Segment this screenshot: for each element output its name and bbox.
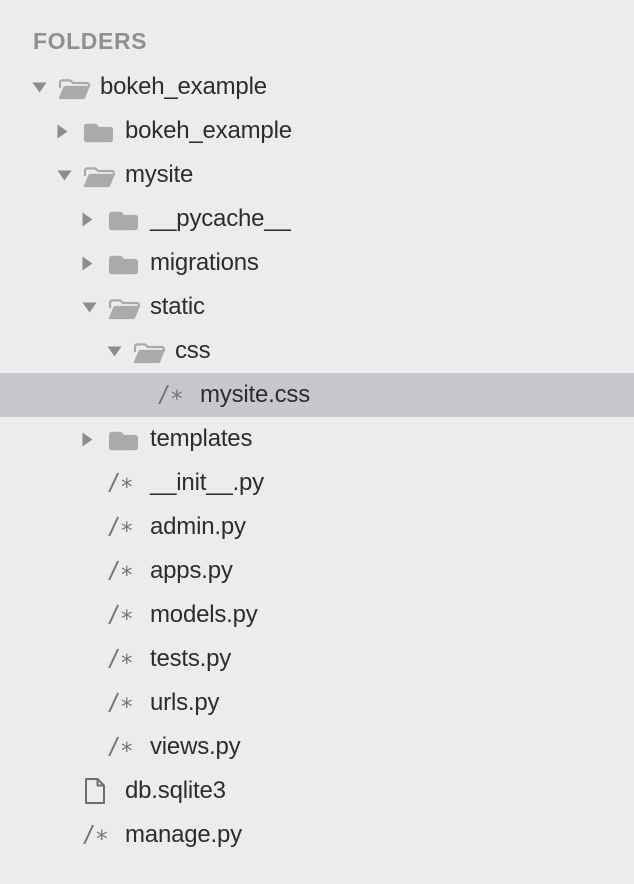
tree-row[interactable]: /∗ admin.py [0, 505, 634, 549]
tree-row[interactable]: __pycache__ [0, 197, 634, 241]
folder-closed-icon [82, 119, 125, 144]
tree-item-label: __pycache__ [150, 205, 291, 232]
tree-row[interactable]: css [0, 329, 634, 373]
tree-row[interactable]: /∗ manage.py [0, 813, 634, 857]
tree-item-label: apps.py [150, 557, 233, 584]
indent-spacer [0, 725, 82, 769]
source-file-icon: /∗ [107, 514, 150, 540]
triangle-right-icon[interactable] [57, 124, 82, 139]
tree-item-label: admin.py [150, 513, 246, 540]
indent-spacer [0, 65, 32, 109]
tree-item-label: manage.py [125, 821, 242, 848]
tree-row[interactable]: /∗ __init__.py [0, 461, 634, 505]
folders-header: FOLDERS [33, 28, 148, 54]
tree-item-label: db.sqlite3 [125, 777, 226, 804]
tree-item-label: static [150, 293, 205, 320]
indent-spacer [0, 241, 82, 285]
folder-closed-icon [107, 207, 150, 232]
folder-closed-icon [107, 251, 150, 276]
indent-spacer [0, 813, 57, 857]
tree-row[interactable]: /∗ urls.py [0, 681, 634, 725]
tree-item-label: models.py [150, 601, 258, 628]
tree-item-label: bokeh_example [100, 73, 267, 100]
source-file-icon: /∗ [157, 382, 200, 408]
tree-item-label: templates [150, 425, 253, 452]
source-file-glyph: /∗ [157, 382, 184, 408]
triangle-right-icon[interactable] [82, 432, 107, 447]
source-file-icon: /∗ [107, 690, 150, 716]
source-file-icon: /∗ [107, 558, 150, 584]
indent-spacer [0, 417, 82, 461]
indent-spacer [0, 285, 82, 329]
triangle-right-icon[interactable] [82, 212, 107, 227]
folder-open-icon [82, 162, 125, 188]
triangle-down-icon[interactable] [32, 82, 57, 93]
tree-row[interactable]: db.sqlite3 [0, 769, 634, 813]
source-file-icon: /∗ [107, 470, 150, 496]
triangle-down-icon[interactable] [82, 302, 107, 313]
indent-spacer [0, 329, 107, 373]
indent-spacer [0, 505, 82, 549]
source-file-icon: /∗ [82, 822, 125, 848]
triangle-down-icon[interactable] [107, 346, 132, 357]
folder-open-icon [132, 338, 175, 364]
tree-row[interactable]: bokeh_example [0, 65, 634, 109]
source-file-glyph: /∗ [107, 646, 134, 672]
tree-row[interactable]: templates [0, 417, 634, 461]
indent-spacer [0, 769, 57, 813]
tree-item-label: tests.py [150, 645, 232, 672]
indent-spacer [0, 549, 82, 593]
tree-row[interactable]: /∗ views.py [0, 725, 634, 769]
tree-row[interactable]: migrations [0, 241, 634, 285]
source-file-icon: /∗ [107, 602, 150, 628]
tree-row[interactable]: bokeh_example [0, 109, 634, 153]
tree-row[interactable]: static [0, 285, 634, 329]
triangle-down-icon[interactable] [57, 170, 82, 181]
source-file-icon: /∗ [107, 646, 150, 672]
source-file-glyph: /∗ [107, 470, 134, 496]
indent-spacer [0, 461, 82, 505]
tree-row[interactable]: mysite [0, 153, 634, 197]
indent-spacer [0, 373, 132, 417]
indent-spacer [0, 197, 82, 241]
tree-item-label: migrations [150, 249, 259, 276]
indent-spacer [0, 109, 57, 153]
tree-item-label: views.py [150, 733, 241, 760]
indent-spacer [0, 593, 82, 637]
indent-spacer [0, 637, 82, 681]
tree-row[interactable]: /∗ tests.py [0, 637, 634, 681]
source-file-glyph: /∗ [107, 690, 134, 716]
tree-item-label: urls.py [150, 689, 220, 716]
tree-item-label: mysite.css [200, 381, 311, 408]
triangle-right-icon[interactable] [82, 256, 107, 271]
indent-spacer [0, 153, 57, 197]
source-file-glyph: /∗ [107, 514, 134, 540]
folder-open-icon [57, 74, 100, 100]
indent-spacer [0, 681, 82, 725]
tree-item-label: mysite [125, 161, 194, 188]
source-file-glyph: /∗ [107, 558, 134, 584]
tree-row[interactable]: /∗ models.py [0, 593, 634, 637]
folder-closed-icon [107, 427, 150, 452]
source-file-glyph: /∗ [82, 822, 109, 848]
tree-row[interactable]: /∗ mysite.css [0, 373, 634, 417]
tree-row[interactable]: /∗ apps.py [0, 549, 634, 593]
tree-item-label: bokeh_example [125, 117, 292, 144]
folder-open-icon [107, 294, 150, 320]
source-file-glyph: /∗ [107, 602, 134, 628]
tree-item-label: css [175, 337, 211, 364]
document-icon [82, 776, 125, 806]
source-file-glyph: /∗ [107, 734, 134, 760]
tree-item-label: __init__.py [150, 469, 264, 496]
source-file-icon: /∗ [107, 734, 150, 760]
